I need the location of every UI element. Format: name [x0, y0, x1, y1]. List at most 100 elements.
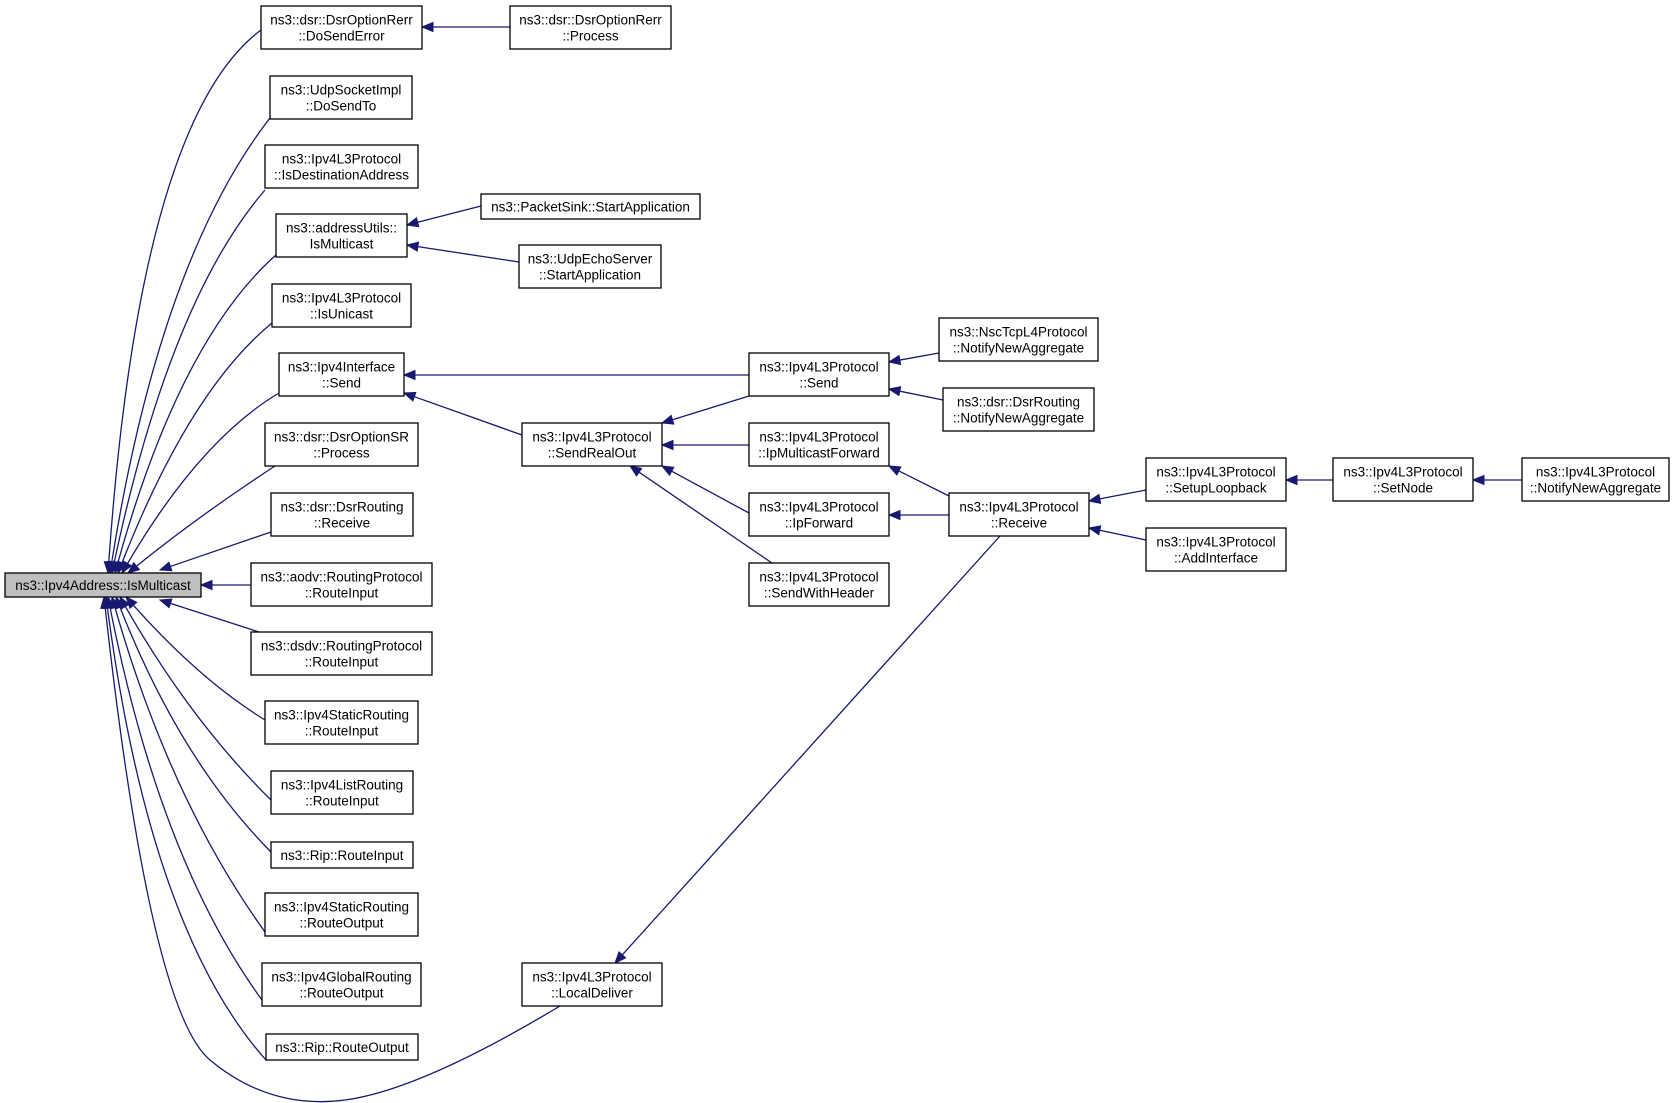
caller-node[interactable]: ns3::Ipv4StaticRouting::RouteInput	[264, 700, 419, 745]
caller-node[interactable]: ns3::Rip::RouteInput	[270, 841, 414, 869]
edge-n24-to-n0	[199, 579, 251, 591]
caller-node[interactable]: ns3::Ipv4Interface::Send	[278, 352, 405, 397]
caller-node[interactable]: ns3::UdpSocketImpl::DoSendTo	[269, 75, 413, 120]
node-label-line: ns3::aodv::RoutingProtocol	[260, 570, 422, 585]
arrowhead	[121, 560, 133, 575]
node-label-line: ns3::Ipv4L3Protocol	[282, 152, 401, 167]
caller-node[interactable]: ns3::aodv::RoutingProtocol::RouteInput	[250, 562, 433, 607]
edge-n17-to-n15	[887, 509, 949, 521]
node-label-line: ::SendWithHeader	[764, 586, 875, 601]
root-function-node[interactable]: ns3::Ipv4Address::IsMulticast	[4, 572, 202, 598]
node-label-line: ns3::Ipv4L3Protocol	[759, 430, 878, 445]
caller-node[interactable]: ns3::PacketSink::StartApplication	[480, 193, 701, 220]
node-label-line: ::LocalDeliver	[551, 986, 633, 1001]
caller-node[interactable]: ns3::Ipv4L3Protocol::Receive	[948, 492, 1090, 537]
caller-node[interactable]: ns3::Ipv4L3Protocol::NotifyNewAggregate	[1521, 457, 1670, 502]
node-label-line: ns3::UdpSocketImpl	[281, 83, 402, 98]
node-label-line: ns3::Ipv4L3Protocol	[1156, 465, 1275, 480]
caller-node[interactable]: ns3::Ipv4GlobalRouting::RouteOutput	[261, 962, 422, 1007]
arrowhead	[887, 386, 902, 397]
arrowhead	[199, 579, 213, 591]
node-label-line: ns3::Ipv4L3Protocol	[759, 500, 878, 515]
arrowhead	[420, 21, 434, 33]
arrowhead	[660, 414, 675, 425]
caller-node[interactable]: ns3::Ipv4L3Protocol::IsDestinationAddres…	[264, 144, 419, 189]
node-label-line: ns3::Ipv4L3Protocol	[282, 291, 401, 306]
caller-node[interactable]: ns3::dsr::DsrRouting::Receive	[270, 492, 414, 537]
caller-node[interactable]: ns3::Ipv4ListRouting::RouteInput	[270, 770, 414, 815]
arrowhead	[125, 596, 138, 610]
caller-node[interactable]: ns3::Ipv4L3Protocol::SendRealOut	[521, 422, 663, 467]
caller-node[interactable]: ns3::addressUtils::IsMulticast	[275, 213, 408, 258]
node-label-line: ::StartApplication	[539, 268, 641, 283]
caller-node[interactable]: ns3::dsr::DsrOptionSR::Process	[264, 422, 419, 467]
node-label-line: ::Send	[799, 376, 838, 391]
edge-n10-to-n9	[402, 369, 749, 381]
caller-node[interactable]: ns3::Ipv4L3Protocol::SendWithHeader	[748, 562, 890, 607]
edge-n20-to-n19	[1471, 474, 1522, 486]
edge-n6-to-n5	[405, 205, 482, 228]
edge-n9-to-n0	[121, 392, 280, 575]
caller-node[interactable]: ns3::Ipv4L3Protocol::IpForward	[748, 492, 890, 537]
node-label-line: ::DoSendError	[298, 29, 385, 44]
edge-n32-to-n0	[100, 595, 561, 1103]
caller-node[interactable]: ns3::Ipv4L3Protocol::SetNode	[1332, 457, 1474, 502]
node-label-line: ::IpForward	[785, 516, 853, 531]
arrowhead	[158, 598, 173, 609]
node-label-line: ::Process	[562, 29, 619, 44]
node-label-line: ns3::NscTcpL4Protocol	[949, 325, 1087, 340]
arrowhead	[1087, 493, 1102, 504]
edge-n14-to-n13	[660, 439, 749, 451]
node-label-line: ns3::Ipv4GlobalRouting	[271, 970, 411, 985]
node-label-line: ns3::dsr::DsrRouting	[280, 500, 403, 515]
node-label-line: ns3::Ipv4StaticRouting	[274, 900, 409, 915]
caller-node[interactable]: ns3::NscTcpL4Protocol::NotifyNewAggregat…	[938, 317, 1099, 362]
caller-node[interactable]: ns3::Rip::RouteOutput	[265, 1033, 419, 1061]
node-label-line: ::Receive	[991, 516, 1047, 531]
node-label-line: ns3::Ipv4L3Protocol	[1536, 465, 1655, 480]
edge-n13-to-n9	[402, 391, 523, 436]
arrowhead	[887, 509, 901, 521]
caller-node[interactable]: ns3::Ipv4L3Protocol::Send	[748, 352, 890, 397]
node-label-line: ::Send	[322, 376, 361, 391]
edge-n8-to-n0	[117, 322, 273, 575]
node-label-line: ns3::dsr::DsrOptionSR	[274, 430, 409, 445]
arrowhead	[402, 369, 416, 381]
arrowhead	[660, 439, 674, 451]
node-label-line: ::DoSendTo	[306, 99, 377, 114]
arrowhead	[660, 465, 675, 477]
node-label-line: ns3::Ipv4L3Protocol	[759, 360, 878, 375]
edge-n22-to-n0	[126, 465, 276, 574]
node-label-line: ns3::Ipv4Interface	[288, 360, 395, 375]
node-label-line: ::RouteOutput	[299, 916, 383, 931]
node-label-line: ns3::dsr::DsrOptionRerr	[270, 13, 413, 28]
caller-node[interactable]: ns3::Ipv4L3Protocol::LocalDeliver	[521, 962, 663, 1007]
edge-n7-to-n5	[405, 241, 520, 263]
caller-node[interactable]: ns3::Ipv4L3Protocol::IsUnicast	[271, 283, 412, 328]
edge-n18-to-n17	[1087, 489, 1147, 504]
edge-n17-to-n14	[887, 465, 950, 497]
node-layer: ns3::Ipv4Address::IsMulticast ns3::dsr::D…	[4, 5, 1670, 1061]
edge-n2-to-n1	[420, 21, 510, 33]
arrowhead	[126, 561, 141, 574]
node-label-line: ::SendRealOut	[548, 446, 637, 461]
caller-node[interactable]: ns3::dsdv::RoutingProtocol::RouteInput	[250, 631, 433, 676]
caller-node[interactable]: ns3::Ipv4L3Protocol::SetupLoopback	[1145, 457, 1287, 502]
caller-node[interactable]: ns3::UdpEchoServer::StartApplication	[518, 244, 662, 289]
node-label-line: ::AddInterface	[1174, 551, 1258, 566]
caller-node[interactable]: ns3::Ipv4L3Protocol::IpMulticastForward	[748, 422, 890, 467]
arrowhead	[1471, 474, 1485, 486]
arrowhead	[1087, 525, 1102, 536]
caller-node[interactable]: ns3::Ipv4L3Protocol::AddInterface	[1145, 527, 1287, 572]
caller-node[interactable]: ns3::dsr::DsrOptionRerr::Process	[509, 5, 672, 50]
caller-node[interactable]: ns3::dsr::DsrOptionRerr::DoSendError	[260, 5, 423, 50]
node-label-line: ns3::Ipv4StaticRouting	[274, 708, 409, 723]
node-label-line: ::SetupLoopback	[1165, 481, 1267, 496]
node-label-line: ::IsUnicast	[310, 307, 373, 322]
node-label-line: ns3::Ipv4L3Protocol	[532, 430, 651, 445]
node-label-line: ns3::Ipv4L3Protocol	[1156, 535, 1275, 550]
caller-node[interactable]: ns3::Ipv4StaticRouting::RouteOutput	[264, 892, 419, 937]
edge-n10-to-n13	[660, 395, 750, 425]
node-label-line: ns3::PacketSink::StartApplication	[491, 200, 690, 215]
caller-node[interactable]: ns3::dsr::DsrRouting::NotifyNewAggregate	[942, 387, 1095, 432]
